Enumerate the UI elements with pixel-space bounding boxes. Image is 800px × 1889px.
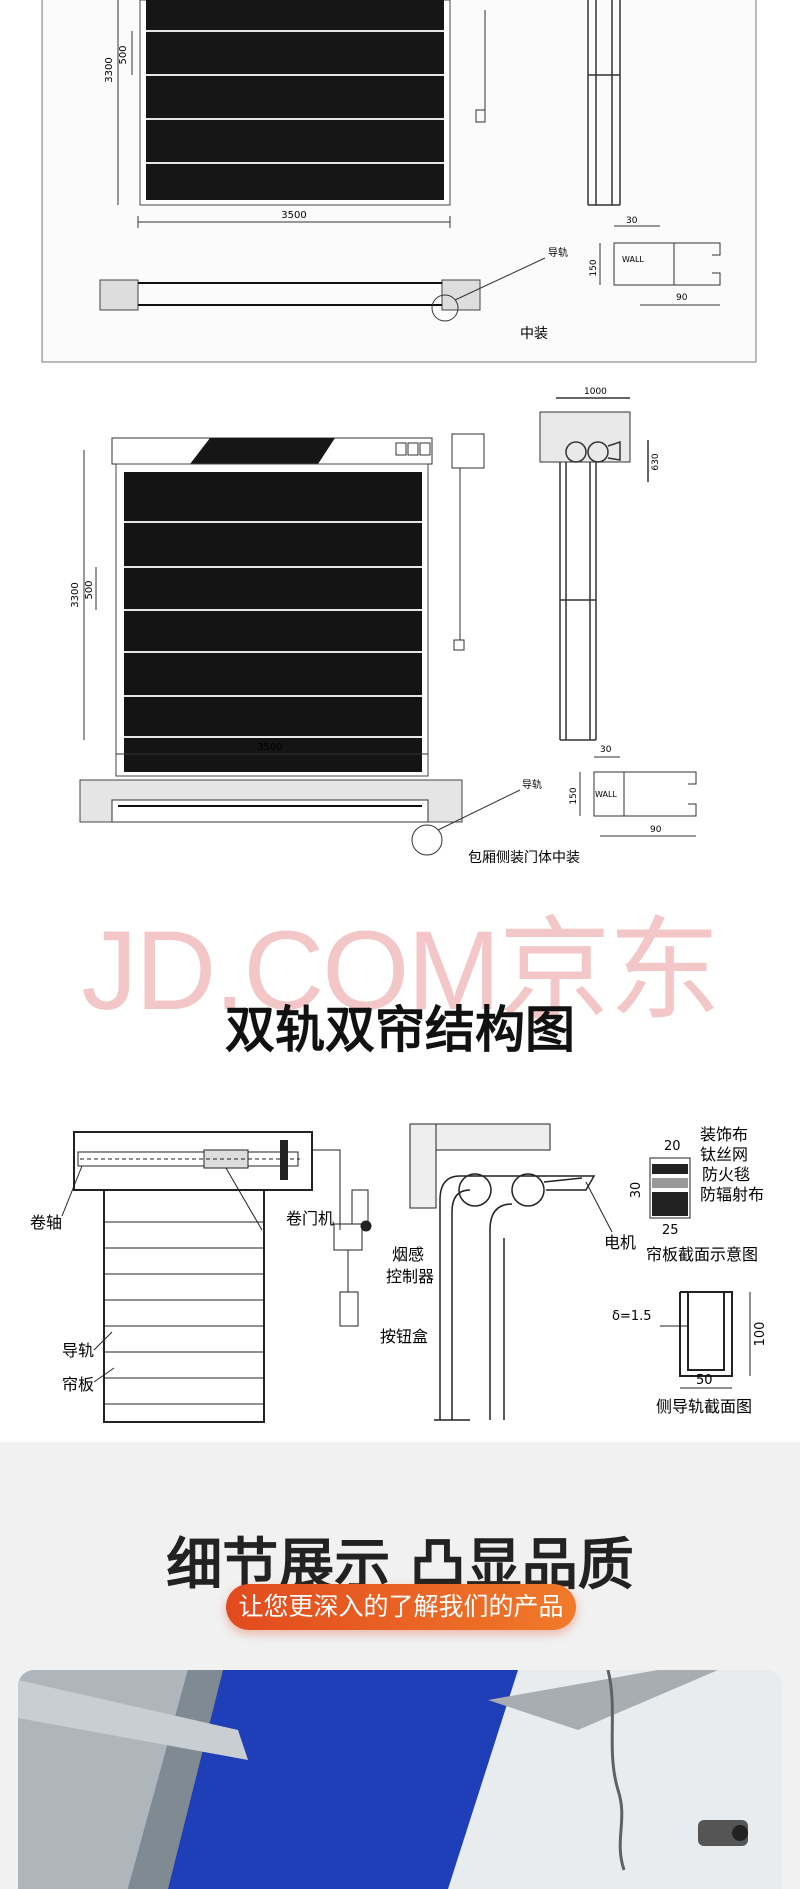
- label-motor: 电机: [604, 1233, 636, 1252]
- dim-rail-90: 90: [676, 293, 688, 303]
- dim-height: 3300: [70, 582, 81, 607]
- wall-label: WALL: [595, 790, 617, 799]
- wall-label: WALL: [622, 255, 644, 264]
- dim-rail-150: 150: [569, 787, 579, 804]
- rail-dim-100: 100: [753, 1322, 768, 1347]
- layer-0: 装饰布: [700, 1125, 748, 1144]
- section-dim-30: 30: [629, 1182, 644, 1199]
- dim-top-1000: 1000: [584, 387, 607, 397]
- dim-height: 3300: [104, 57, 115, 82]
- structure-title: 双轨双帘结构图: [225, 1001, 575, 1059]
- dim-width: 3500: [257, 742, 282, 753]
- jd-watermark: JD.COM京东: [81, 908, 720, 1033]
- rail-dim-50: 50: [696, 1373, 713, 1388]
- rail-title: 侧导轨截面图: [656, 1397, 752, 1416]
- rail-thickness: δ=1.5: [612, 1309, 652, 1324]
- dim-width: 3500: [281, 210, 306, 221]
- section-dim-20: 20: [664, 1139, 681, 1154]
- caption-side-mount: 包厢侧装门体中装: [468, 850, 580, 866]
- detail-photo: [18, 1670, 782, 1889]
- label-guide: 导轨: [62, 1341, 94, 1360]
- dim-rail-30: 30: [626, 216, 638, 226]
- label-curtain: 帘板: [62, 1375, 94, 1394]
- dim-rail-150: 150: [589, 259, 599, 276]
- dim-slat: 500: [84, 580, 95, 599]
- caption-center-mount: 中装: [520, 326, 548, 342]
- dim-rail-90: 90: [650, 825, 662, 835]
- layer-2: 防火毯: [702, 1165, 750, 1184]
- section-title: 帘板截面示意图: [646, 1245, 758, 1264]
- label-smoke: 烟感: [392, 1245, 424, 1264]
- dim-slat: 500: [118, 45, 129, 64]
- section-dim-25: 25: [662, 1223, 679, 1238]
- layer-3: 防辐射布: [700, 1185, 764, 1204]
- layer-1: 钛丝网: [700, 1145, 748, 1164]
- dim-630: 630: [651, 453, 661, 470]
- door-drawing-side-mount: 3300 500 3500 1000 630 导轨 WALL 30 150 90…: [70, 387, 697, 866]
- dim-rail-30: 30: [600, 745, 612, 755]
- label-roller: 卷轴: [30, 1213, 62, 1232]
- label-controller: 控制器: [386, 1267, 434, 1286]
- detail-subtitle-pill: 让您更深入的了解我们的产品: [226, 1584, 576, 1630]
- guide-label: 导轨: [522, 778, 542, 791]
- guide-label: 导轨: [548, 246, 568, 259]
- label-motor-unit: 卷门机: [286, 1209, 334, 1228]
- structure-diagram: 卷轴 卷门机 烟感 控制器 按钮盒 导轨 帘板 电机 装饰布 钛丝网 防火毯 防…: [30, 1123, 768, 1423]
- label-button-box: 按钮盒: [380, 1327, 428, 1346]
- door-drawing-center-mount: 3300 500 3500 导轨 WALL 30 150 90 中装: [41, 0, 757, 363]
